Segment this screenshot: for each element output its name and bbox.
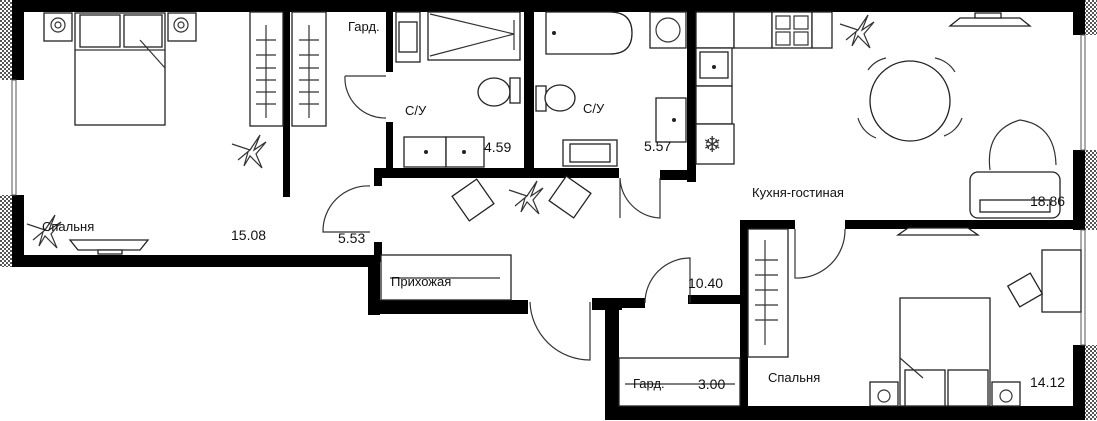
room-area-bathroom-2: 5.57 [644,138,672,154]
room-label-bedroom-2: Спальня [768,370,821,385]
room-area-kitchen-living: 18.86 [1030,193,1066,209]
room-label-kitchen-living: Кухня-гостиная [752,185,844,200]
walls [12,0,1092,420]
bedroom-2-furniture [747,227,1082,407]
plant-icon [839,14,875,49]
corridor-furniture [618,257,741,407]
bathroom-1-fixtures [344,11,521,168]
svg-text:❄: ❄ [703,132,721,157]
room-area-bedroom-2: 14.12 [1030,374,1066,390]
plant-icon [508,180,544,215]
windows [11,34,1086,346]
room-area-bathroom-1: 4.59 [484,139,512,155]
room-area-corridor: 10.40 [688,275,724,291]
room-area-wardrobe-2: 3.00 [698,376,726,392]
plant-icon [26,214,62,249]
bedroom-1-furniture [26,11,327,255]
hallway-furniture [322,175,592,361]
plant-icon [231,134,267,169]
bathroom-2-fixtures [535,11,687,219]
room-label-bathroom-2: С/У [583,101,605,116]
room-area-hallway: 5.53 [338,230,366,246]
room-label-bedroom-1: Спальня [42,219,95,234]
room-label-bathroom-1: С/У [405,103,427,118]
room-area-bedroom-1: 15.08 [231,227,267,243]
room-label-wardrobe-1: Гард. [348,19,380,34]
kitchen-fixtures: ❄ [695,11,1061,219]
room-label-hallway: Прихожая [391,274,452,289]
room-label-wardrobe-2: Гард. [633,376,665,391]
